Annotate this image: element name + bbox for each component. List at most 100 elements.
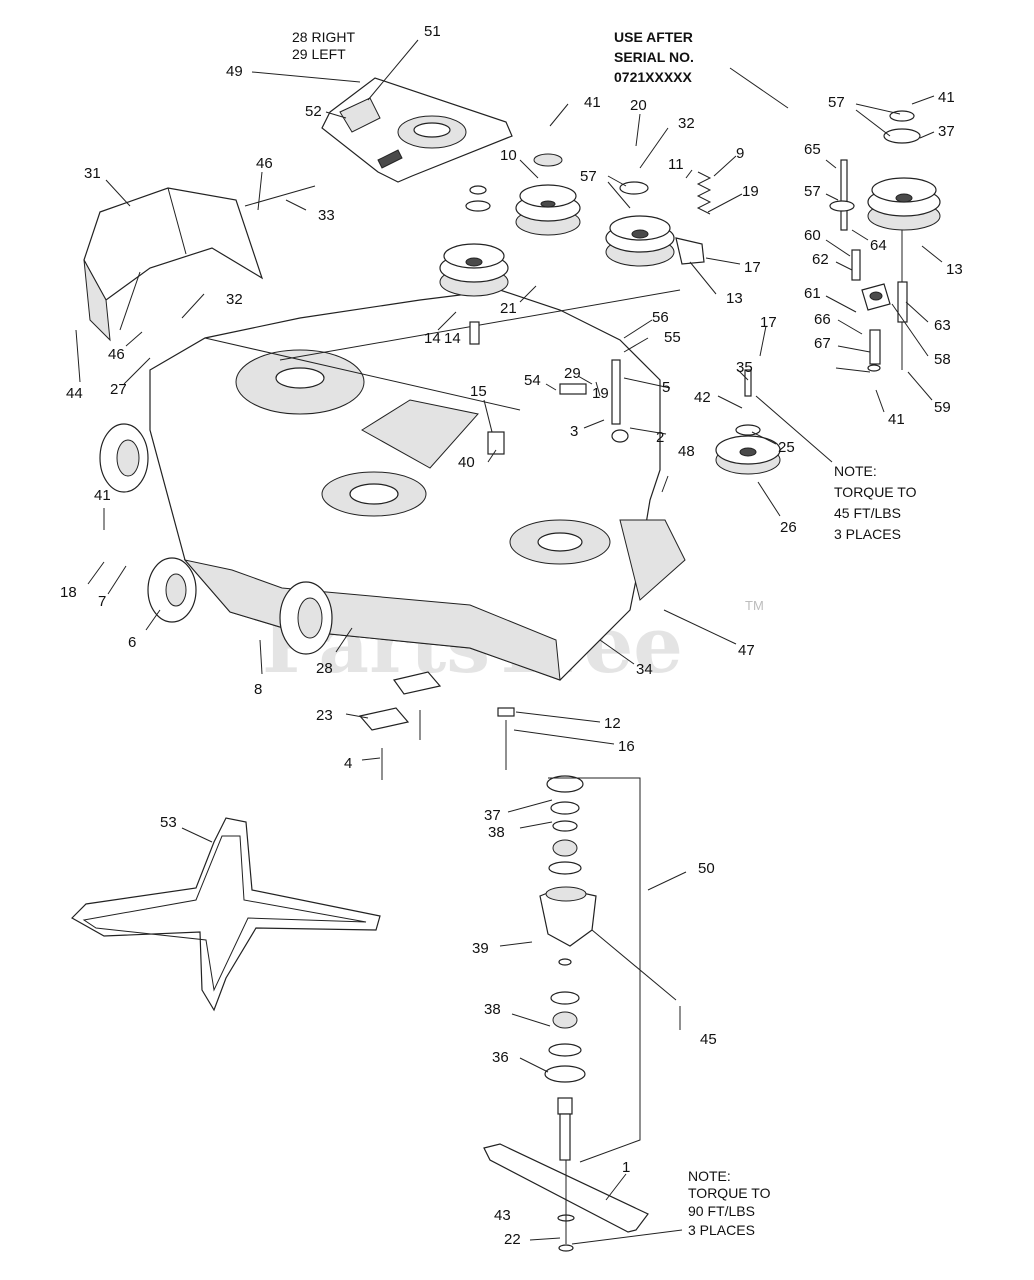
serial-note-line3: 0721XXXXX bbox=[614, 69, 692, 85]
callout-label: 36 bbox=[492, 1049, 509, 1066]
callout-label: 23 bbox=[316, 707, 333, 724]
callout-label: 41 bbox=[888, 411, 905, 428]
callout-label: 13 bbox=[726, 290, 743, 307]
torque-90-line3: 90 FT/LBS bbox=[688, 1203, 755, 1219]
callout-label: 64 bbox=[870, 237, 887, 254]
callout-label: 27 bbox=[110, 381, 127, 398]
callout-label: 38 bbox=[484, 1001, 501, 1018]
serial-note-block: USE AFTER SERIAL NO. 0721XXXXX bbox=[614, 29, 694, 85]
callout-label: 8 bbox=[254, 681, 262, 698]
belt-cover bbox=[321, 77, 513, 183]
gauge-wheel bbox=[147, 557, 197, 623]
callout-label: 53 bbox=[160, 814, 177, 831]
callout-label: 13 bbox=[946, 261, 963, 278]
callout-label: 29 bbox=[564, 365, 581, 382]
callout-label: 21 bbox=[500, 300, 517, 317]
callout-label: 35 bbox=[736, 359, 753, 376]
watermark-tm: TM bbox=[745, 598, 764, 613]
callout-label: 19 bbox=[742, 183, 759, 200]
callout-label: 15 bbox=[470, 383, 487, 400]
callout-label: 57 bbox=[828, 94, 845, 111]
callout-label: 46 bbox=[256, 155, 273, 172]
callout-label: 28 bbox=[316, 660, 333, 677]
callout-label: 37 bbox=[484, 807, 501, 824]
torque-45-line3: 45 FT/LBS bbox=[834, 505, 901, 521]
callout-label: 1 bbox=[622, 1159, 630, 1176]
callout-label: 33 bbox=[318, 207, 335, 224]
callout-label: 41 bbox=[584, 94, 601, 111]
caster-wheel-left bbox=[99, 423, 149, 493]
side-left-label: 29 LEFT bbox=[292, 46, 346, 62]
mounting-hardware bbox=[358, 671, 515, 780]
callout-label: 54 bbox=[524, 372, 541, 389]
callout-label: 61 bbox=[804, 285, 821, 302]
callout-label: 58 bbox=[934, 351, 951, 368]
spring-9 bbox=[696, 171, 712, 215]
serial-note-line1: USE AFTER bbox=[614, 29, 693, 45]
callout-label: 39 bbox=[472, 940, 489, 957]
callout-label: 41 bbox=[94, 487, 111, 504]
callout-label: 50 bbox=[698, 860, 715, 877]
callout-label: 25 bbox=[778, 439, 795, 456]
callout-label: 40 bbox=[458, 454, 475, 471]
idler-bracket bbox=[487, 359, 629, 455]
callout-label: 32 bbox=[678, 115, 695, 132]
callout-label: 43 bbox=[494, 1207, 511, 1224]
torque-45-line2: TORQUE TO bbox=[834, 484, 917, 500]
side-label-block: 28 RIGHT 29 LEFT bbox=[292, 29, 355, 62]
discharge-deflector bbox=[83, 187, 264, 342]
callout-label: 62 bbox=[812, 251, 829, 268]
callout-label: 38 bbox=[488, 824, 505, 841]
callout-label: 52 bbox=[305, 103, 322, 120]
callout-label: 18 bbox=[60, 584, 77, 601]
callout-label: 34 bbox=[636, 661, 653, 678]
callout-label: 11 bbox=[668, 156, 684, 173]
callout-label: 55 bbox=[664, 329, 681, 346]
callout-label: 26 bbox=[780, 519, 797, 536]
callout-label: 60 bbox=[804, 227, 821, 244]
callout-label: 9 bbox=[736, 145, 744, 162]
torque-90-line1: NOTE: bbox=[688, 1168, 731, 1184]
callout-label: 67 bbox=[814, 335, 831, 352]
callout-label: 2 bbox=[656, 429, 664, 446]
callout-label: 32 bbox=[226, 291, 243, 308]
torque-note-45: NOTE: TORQUE TO 45 FT/LBS 3 PLACES bbox=[834, 463, 917, 542]
callout-label: 17 bbox=[744, 259, 761, 276]
callout-label: 3 bbox=[570, 423, 578, 440]
callout-label: 66 bbox=[814, 311, 831, 328]
callout-label: 5 bbox=[662, 379, 670, 396]
callout-label: 42 bbox=[694, 389, 711, 406]
callout-label: 63 bbox=[934, 317, 951, 334]
callout-label: 41 bbox=[938, 89, 955, 106]
torque-note-90: NOTE: TORQUE TO 90 FT/LBS 3 PLACES bbox=[688, 1168, 771, 1238]
spindle-assembly bbox=[483, 775, 681, 1252]
callout-label: 59 bbox=[934, 399, 951, 416]
serial-note-line2: SERIAL NO. bbox=[614, 49, 694, 65]
callout-label: 45 bbox=[700, 1031, 717, 1048]
caster-wheel-right bbox=[279, 581, 333, 655]
callout-label: 4 bbox=[344, 755, 352, 772]
torque-45-line1: NOTE: bbox=[834, 463, 877, 479]
drive-belt bbox=[71, 817, 381, 1012]
leader-lines bbox=[75, 39, 943, 1245]
callout-label: 7 bbox=[98, 593, 106, 610]
callout-label: 37 bbox=[938, 123, 955, 140]
spindle-bracket-line bbox=[548, 777, 641, 1163]
callout-label: 65 bbox=[804, 141, 821, 158]
callout-label: 16 bbox=[618, 738, 635, 755]
torque-90-line2: TORQUE TO bbox=[688, 1185, 771, 1201]
callout-label: 48 bbox=[678, 443, 695, 460]
torque-45-line4: 3 PLACES bbox=[834, 526, 901, 542]
idler-pulley-14-left bbox=[439, 243, 509, 345]
callout-label: 31 bbox=[84, 165, 101, 182]
mower-deck-housing bbox=[149, 289, 686, 681]
callout-label: 17 bbox=[760, 314, 777, 331]
pulley-26 bbox=[715, 369, 781, 475]
callout-label: 44 bbox=[66, 385, 83, 402]
callout-label: 57 bbox=[804, 183, 821, 200]
callout-label: 19 bbox=[592, 385, 609, 402]
side-right-label: 28 RIGHT bbox=[292, 29, 355, 45]
callout-label: 47 bbox=[738, 642, 755, 659]
callout-label: 56 bbox=[652, 309, 669, 326]
